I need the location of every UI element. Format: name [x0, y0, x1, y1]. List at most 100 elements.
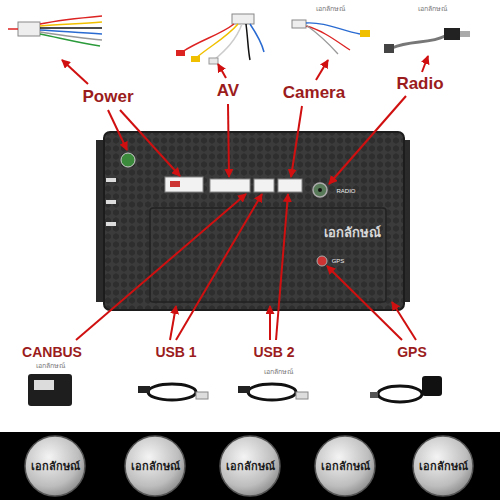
camera-cable: [292, 20, 370, 54]
usb-cable: [138, 384, 208, 400]
badge-circle: [125, 436, 185, 496]
badge-text: เอกลักษณ์: [31, 457, 80, 475]
watermark: เอกลักษณ์: [264, 368, 293, 376]
leader-arrow: [316, 60, 328, 80]
port-label-holder: Radio: [396, 74, 443, 94]
cable-coil: [378, 386, 422, 402]
camera-port: [278, 179, 302, 192]
badge-text: เอกลักษณ์: [321, 457, 370, 475]
vent-mark: [106, 222, 116, 226]
panel-body: [104, 132, 404, 310]
port-marker: [170, 181, 180, 187]
usb-plug: [296, 392, 308, 399]
antenna-plug: [384, 44, 394, 53]
watermark-holder: เอกลักษณ์: [264, 368, 293, 376]
leader-arrow: [329, 96, 406, 184]
camera-plug: [292, 20, 306, 28]
leader-arrow: [76, 194, 246, 340]
wire: [40, 34, 100, 46]
gps-antenna: [370, 376, 442, 402]
watermark: เอกลักษณ์: [36, 362, 65, 370]
leader-arrow: [422, 56, 428, 72]
port-label: GPS: [397, 344, 427, 360]
port-label-holder: GPS: [397, 344, 427, 360]
watermark: เอกลักษณ์: [418, 5, 447, 13]
usb-plug: [238, 386, 250, 393]
leader-arrow: [276, 194, 288, 340]
badge-text: เอกลักษณ์: [226, 457, 275, 475]
antenna-tip: [460, 31, 470, 37]
logo-badge: เอกลักษณ์: [412, 435, 474, 497]
leader-arrow: [176, 194, 262, 340]
panel-marking-holder: GPS: [332, 258, 345, 265]
port-label-holder: Camera: [283, 83, 345, 103]
wire: [8, 28, 18, 30]
wire: [246, 24, 250, 60]
logo-badge: เอกลักษณ์: [124, 435, 186, 497]
badge-circle: [413, 436, 473, 496]
watermark-holder: เอกลักษณ์: [36, 362, 65, 370]
port-label-holder: AV: [217, 81, 239, 101]
watermark-holder: เอกลักษณ์: [418, 5, 447, 13]
wire: [214, 24, 242, 60]
port-label: Power: [82, 87, 133, 107]
logo-badge: เอกลักษณ์: [219, 435, 281, 497]
port-label: CANBUS: [22, 344, 82, 360]
watermark: เอกลักษณ์: [324, 226, 381, 241]
harness-plug: [18, 22, 40, 36]
port-label-holder: USB 2: [253, 344, 294, 360]
canbus-module: [28, 374, 72, 406]
rca-plug: [191, 56, 200, 62]
badge-text: เอกลักษณ์: [419, 457, 468, 475]
port-label: AV: [217, 81, 239, 101]
leader-arrow: [392, 302, 416, 340]
gps-plug: [370, 392, 378, 398]
wire: [40, 27, 102, 29]
wire: [40, 22, 102, 26]
leader-arrow: [218, 64, 226, 78]
ground-terminal: [121, 153, 135, 167]
port-label: USB 1: [155, 344, 196, 360]
badge-circle: [315, 436, 375, 496]
leader-arrow: [269, 306, 271, 340]
panel-marking: GPS: [332, 258, 345, 265]
port-label-holder: USB 1: [155, 344, 196, 360]
leader-arrow: [62, 60, 88, 84]
panel-marking: RADIO: [336, 188, 355, 195]
usb-port: [254, 179, 274, 192]
port-label: USB 2: [253, 344, 294, 360]
port-label: Radio: [396, 74, 443, 94]
rca-socket: [360, 30, 370, 37]
watermark: เอกลักษณ์: [316, 5, 345, 13]
av-plug: [232, 14, 254, 24]
antenna-plug: [444, 28, 460, 40]
vent-mark: [106, 200, 116, 204]
watermark-holder: เอกลักษณ์: [324, 226, 381, 241]
av-port: [210, 179, 250, 192]
cable-coil: [248, 384, 296, 400]
antenna-cable: [392, 36, 445, 48]
cable-coil: [148, 384, 196, 400]
leader-arrow: [228, 104, 229, 177]
gps-socket: [317, 256, 327, 266]
panel-marking-holder: RADIO: [336, 188, 355, 195]
power-port: [165, 177, 203, 192]
usb-plug: [138, 386, 150, 393]
leader-arrow: [120, 110, 180, 176]
wire: [196, 24, 238, 58]
leader-arrow: [327, 266, 402, 340]
canbus-box: [28, 374, 72, 406]
power-harness: [8, 16, 102, 46]
rca-plug: [209, 58, 218, 64]
badge-circle: [220, 436, 280, 496]
badge-circle: [25, 436, 85, 496]
radio-pin: [318, 188, 322, 192]
watermark-holder: เอกลักษณ์: [316, 5, 345, 13]
port-label-holder: CANBUS: [22, 344, 82, 360]
antenna-puck: [422, 376, 442, 396]
rca-plug: [176, 50, 185, 56]
wire: [306, 25, 338, 54]
radio-adapter: [384, 28, 470, 53]
canbus-sticker: [34, 380, 54, 390]
